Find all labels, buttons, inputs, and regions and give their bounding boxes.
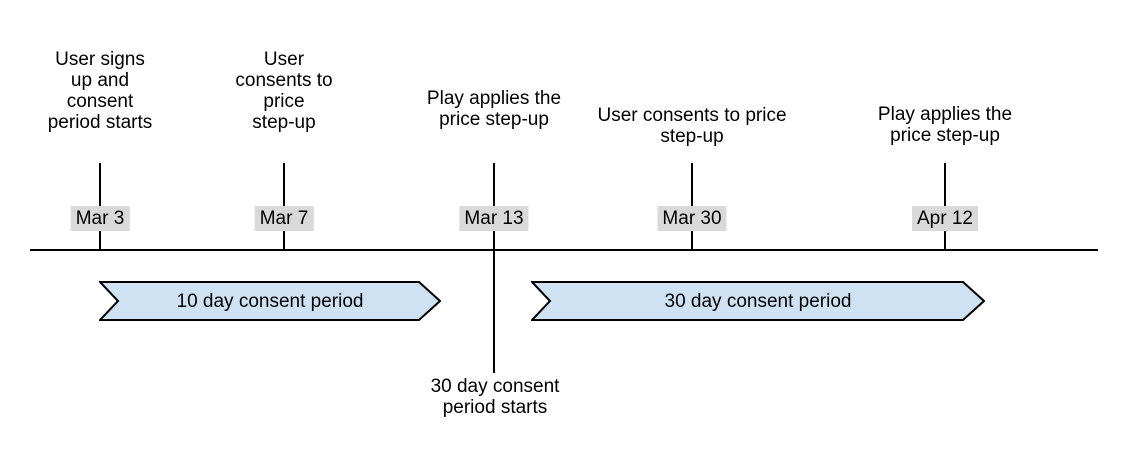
event-tick-mar13 — [493, 163, 495, 373]
event-date-badge-mar13: Mar 13 — [459, 206, 529, 231]
consent-period-banner-30day — [531, 281, 985, 321]
event-date-badge-apr12: Apr 12 — [912, 206, 978, 231]
consent-period-banner-30day-label: 30 day consent period — [664, 290, 852, 312]
chevron-banner-shape — [99, 281, 441, 321]
timeline-axis — [30, 249, 1098, 251]
chevron-banner-shape — [531, 281, 985, 321]
event-date-badge-mar30: Mar 30 — [657, 206, 727, 231]
event-label-consent-1: User consents to price step-up — [235, 49, 333, 133]
annotation-consent-start: 30 day consent period starts — [430, 376, 560, 418]
consent-period-banner-10day-label: 10 day consent period — [176, 290, 364, 312]
event-label-apply-2: Play applies the price step-up — [877, 104, 1013, 146]
event-date-badge-mar7: Mar 7 — [254, 206, 314, 231]
event-label-apply-1: Play applies the price step-up — [426, 88, 562, 130]
consent-period-banner-10day — [99, 281, 441, 321]
event-label-consent-2: User consents to price step-up — [597, 105, 787, 147]
event-date-badge-mar3: Mar 3 — [70, 206, 130, 231]
event-label-signup: User signs up and consent period starts — [47, 49, 153, 133]
